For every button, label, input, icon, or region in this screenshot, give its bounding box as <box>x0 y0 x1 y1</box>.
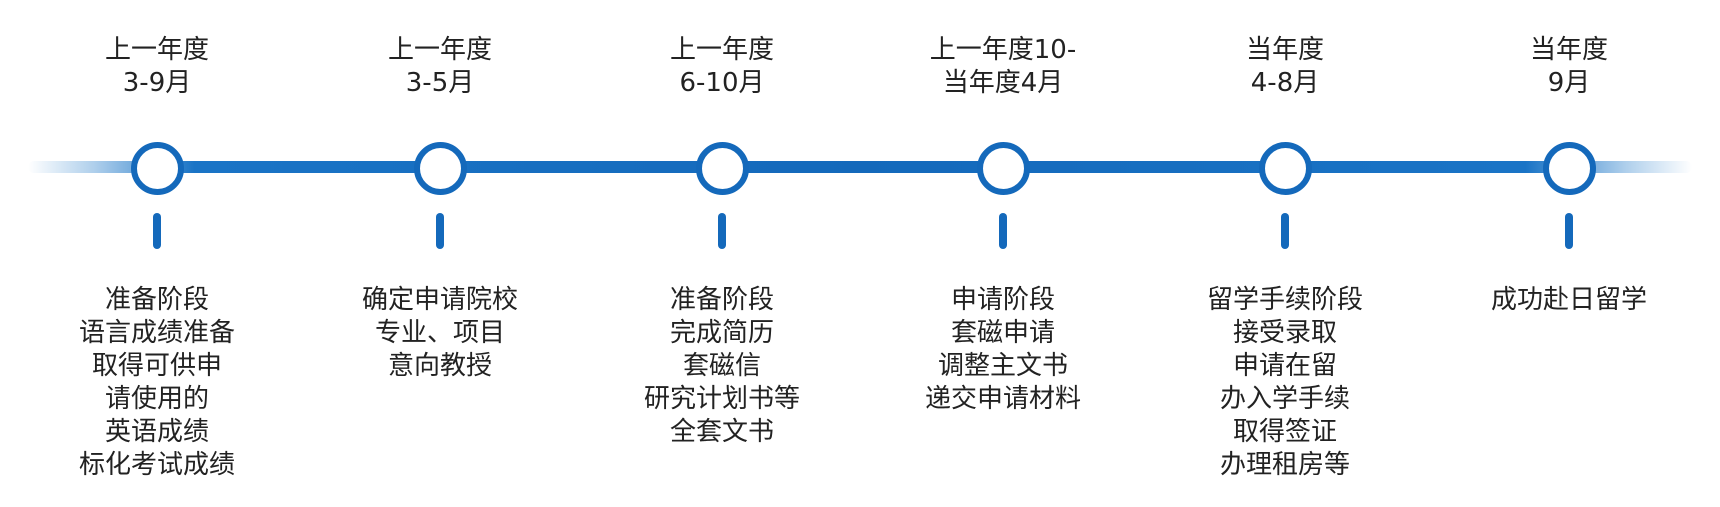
milestone-tick <box>153 213 161 249</box>
milestone-description: 确定申请院校 专业、项目 意向教授 <box>300 284 580 383</box>
milestone-4: 上一年度10- 当年度4月 申请阶段 套磁申请 调整主文书 递交申请材料 <box>863 0 1143 507</box>
desc-line: 请使用的 <box>104 384 209 414</box>
milestone-date: 上一年度10- 当年度4月 <box>863 34 1143 100</box>
date-line: 3-9月 <box>122 68 192 98</box>
milestone-date: 上一年度 6-10月 <box>582 34 862 100</box>
milestone-tick <box>1281 213 1289 249</box>
milestone-description: 申请阶段 套磁申请 调整主文书 递交申请材料 <box>863 284 1143 416</box>
desc-line: 专业、项目 <box>374 318 505 348</box>
desc-line: 留学手续阶段 <box>1206 285 1363 315</box>
milestone-1: 上一年度 3-9月 准备阶段 语言成绩准备 取得可供申 请使用的 英语成绩 标化… <box>17 0 297 507</box>
milestone-3: 上一年度 6-10月 准备阶段 完成简历 套磁信 研究计划书等 全套文书 <box>582 0 862 507</box>
milestone-tick <box>718 213 726 249</box>
desc-line: 取得可供申 <box>91 351 222 381</box>
desc-line: 意向教授 <box>387 351 492 381</box>
desc-line: 办入学手续 <box>1219 384 1350 414</box>
desc-line: 确定申请院校 <box>361 285 518 315</box>
milestone-node <box>696 142 749 195</box>
milestone-description: 留学手续阶段 接受录取 申请在留 办入学手续 取得签证 办理租房等 <box>1145 284 1425 482</box>
date-line: 上一年度10- <box>929 35 1077 65</box>
desc-line: 申请阶段 <box>950 285 1055 315</box>
desc-line: 调整主文书 <box>937 351 1068 381</box>
date-line: 3-5月 <box>405 68 475 98</box>
milestone-date: 当年度 4-8月 <box>1145 34 1425 100</box>
milestone-node <box>1543 142 1596 195</box>
date-line: 9月 <box>1547 68 1591 98</box>
desc-line: 完成简历 <box>669 318 774 348</box>
milestone-node <box>977 142 1030 195</box>
milestone-description: 准备阶段 语言成绩准备 取得可供申 请使用的 英语成绩 标化考试成绩 <box>17 284 297 482</box>
milestone-date: 上一年度 3-9月 <box>17 34 297 100</box>
date-line: 4-8月 <box>1250 68 1320 98</box>
desc-line: 成功赴日留学 <box>1490 285 1647 315</box>
milestone-5: 当年度 4-8月 留学手续阶段 接受录取 申请在留 办入学手续 取得签证 办理租… <box>1145 0 1425 507</box>
desc-line: 准备阶段 <box>104 285 209 315</box>
desc-line: 申请在留 <box>1232 351 1337 381</box>
milestone-description: 准备阶段 完成简历 套磁信 研究计划书等 全套文书 <box>582 284 862 449</box>
date-line: 6-10月 <box>679 68 765 98</box>
date-line: 上一年度 <box>669 35 774 65</box>
date-line: 上一年度 <box>387 35 492 65</box>
milestone-node <box>414 142 467 195</box>
milestone-date: 当年度 9月 <box>1429 34 1709 100</box>
date-line: 当年度 <box>1529 35 1608 65</box>
desc-line: 标化考试成绩 <box>78 450 235 480</box>
milestone-date: 上一年度 3-5月 <box>300 34 580 100</box>
desc-line: 套磁信 <box>682 351 761 381</box>
desc-line: 全套文书 <box>669 417 774 447</box>
desc-line: 递交申请材料 <box>924 384 1081 414</box>
date-line: 上一年度 <box>104 35 209 65</box>
milestone-tick <box>436 213 444 249</box>
milestone-tick <box>1565 213 1573 249</box>
milestone-6: 当年度 9月 成功赴日留学 <box>1429 0 1709 507</box>
milestone-description: 成功赴日留学 <box>1429 284 1709 317</box>
desc-line: 接受录取 <box>1232 318 1337 348</box>
desc-line: 英语成绩 <box>104 417 209 447</box>
desc-line: 套磁申请 <box>950 318 1055 348</box>
desc-line: 办理租房等 <box>1219 450 1350 480</box>
desc-line: 准备阶段 <box>669 285 774 315</box>
milestone-node <box>131 142 184 195</box>
desc-line: 研究计划书等 <box>643 384 800 414</box>
desc-line: 语言成绩准备 <box>78 318 235 348</box>
milestone-node <box>1259 142 1312 195</box>
date-line: 当年度4月 <box>942 68 1064 98</box>
milestone-2: 上一年度 3-5月 确定申请院校 专业、项目 意向教授 <box>300 0 580 507</box>
milestone-tick <box>999 213 1007 249</box>
date-line: 当年度 <box>1245 35 1324 65</box>
desc-line: 取得签证 <box>1232 417 1337 447</box>
